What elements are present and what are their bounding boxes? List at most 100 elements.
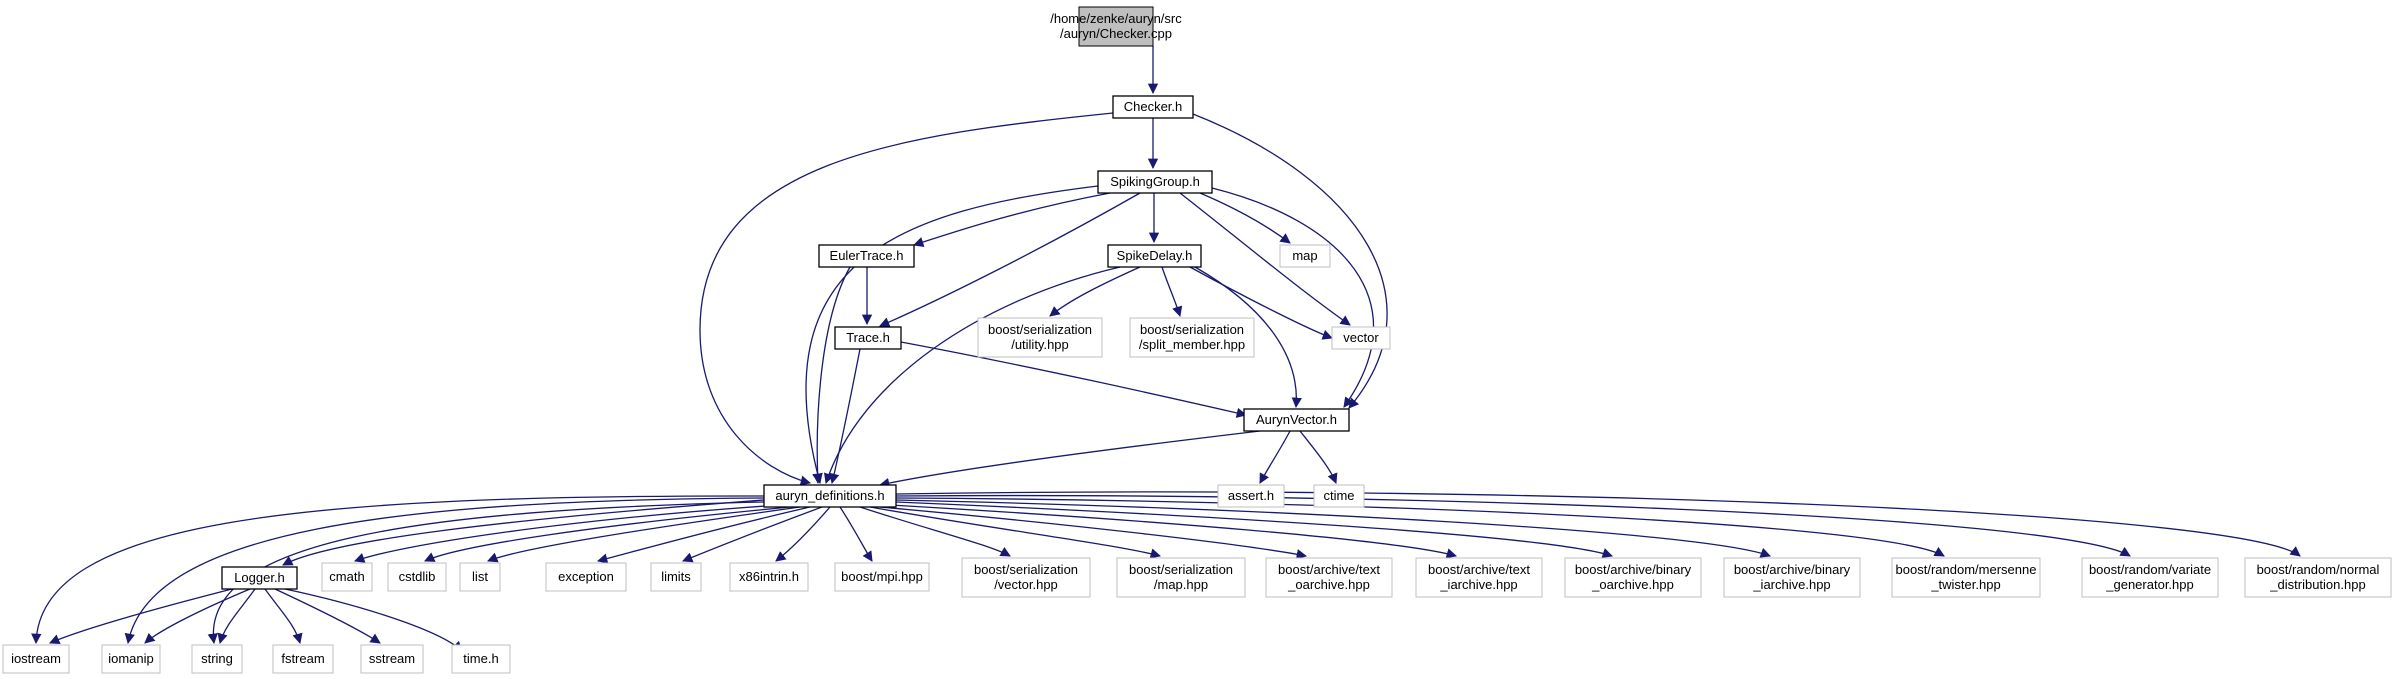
node-box <box>1891 557 2041 598</box>
edge-spikinggroup_h-to-trace_h <box>879 192 1141 328</box>
node-label: _oarchive.hpp <box>1591 577 1674 592</box>
edge-checker_h-to-auryn_definitions_h <box>699 112 1114 486</box>
node-box <box>2244 557 2392 598</box>
node-box <box>360 644 424 674</box>
node-box <box>834 326 902 350</box>
node-iostream: iostream <box>2 644 70 674</box>
node-cstdlib: cstdlib <box>387 562 447 592</box>
node-limits: limits <box>650 562 702 592</box>
node-logger_h[interactable]: Logger.h <box>221 566 298 590</box>
node-box <box>961 557 1091 598</box>
node-aurynvector_h[interactable]: AurynVector.h <box>1243 408 1350 432</box>
node-box <box>1217 484 1285 508</box>
node-label: time.h <box>463 651 498 666</box>
node-box <box>2 644 70 674</box>
node-label: /split_member.hpp <box>1139 337 1245 352</box>
edge-spikedelay_h-to-bs_utility <box>1049 266 1141 317</box>
node-br_variate: boost/random/variate_generator.hpp <box>2081 557 2219 598</box>
edges-layer <box>31 45 2301 652</box>
node-label: ctime <box>1323 488 1354 503</box>
edge-auryn_definitions_h-to-list <box>487 506 801 563</box>
node-label: Logger.h <box>234 570 285 585</box>
node-box <box>545 562 627 592</box>
node-box <box>977 317 1103 358</box>
edge-spikinggroup_h-to-map <box>1199 192 1291 244</box>
edge-logger_h-to-iomanip <box>144 588 251 644</box>
node-string: string <box>191 644 243 674</box>
node-box <box>1107 244 1202 268</box>
edge-logger_h-to-fstream <box>264 588 303 645</box>
node-label: /vector.hpp <box>994 577 1058 592</box>
node-label: SpikeDelay.h <box>1117 248 1193 263</box>
edge-auryn_definitions_h-to-bs_vector <box>859 506 1011 557</box>
node-label: iomanip <box>108 651 154 666</box>
edge-auryn_definitions_h-to-iostream <box>31 495 765 645</box>
node-label: Trace.h <box>846 330 890 345</box>
node-checker_h[interactable]: Checker.h <box>1112 95 1194 119</box>
node-spikedelay_h[interactable]: SpikeDelay.h <box>1107 244 1202 268</box>
node-label: boost/random/variate <box>2089 562 2211 577</box>
node-label: auryn_definitions.h <box>775 488 884 503</box>
node-root[interactable]: /home/zenke/auryn/src/auryn/Checker.cpp <box>1050 6 1182 47</box>
node-ba_text_oarchive: boost/archive/text_oarchive.hpp <box>1265 557 1393 598</box>
edge-auryn_definitions_h-to-string <box>207 501 765 645</box>
edge-checker_h-to-aurynvector_h <box>1192 113 1388 409</box>
node-exception: exception <box>545 562 627 592</box>
node-trace_h[interactable]: Trace.h <box>834 326 902 350</box>
node-label: boost/serialization <box>1140 322 1244 337</box>
edge-auryn_definitions_h-to-logger_h <box>282 499 765 566</box>
node-label: x86intrin.h <box>739 569 799 584</box>
node-label: cstdlib <box>399 569 436 584</box>
node-fstream: fstream <box>272 644 334 674</box>
node-spikinggroup_h[interactable]: SpikingGroup.h <box>1097 170 1213 194</box>
node-bs_split: boost/serialization/split_member.hpp <box>1129 317 1255 358</box>
node-label: SpikingGroup.h <box>1110 174 1200 189</box>
node-label: AurynVector.h <box>1256 412 1337 427</box>
node-label: boost/random/normal <box>2257 562 2380 577</box>
edge-auryn_definitions_h-to-iomanip <box>124 497 765 645</box>
edge-auryn_definitions_h-to-cmath <box>354 504 781 563</box>
node-box <box>1097 170 1213 194</box>
node-bs_map: boost/serialization/map.hpp <box>1116 557 1246 598</box>
node-br_normal: boost/random/normal_distribution.hpp <box>2244 557 2392 598</box>
node-box <box>763 484 897 508</box>
node-label: vector <box>1343 330 1379 345</box>
node-auryn_definitions_h[interactable]: auryn_definitions.h <box>763 484 897 508</box>
edge-aurynvector_h-to-ctime <box>1299 430 1338 484</box>
node-box <box>1723 557 1861 598</box>
node-label: boost/serialization <box>1129 562 1233 577</box>
edge-auryn_definitions_h-to-exception <box>596 506 811 564</box>
node-map: map <box>1279 244 1331 268</box>
nodes-layer: /home/zenke/auryn/src/auryn/Checker.cppC… <box>2 6 2392 674</box>
node-vector: vector <box>1331 326 1391 350</box>
edge-auryn_definitions_h-to-br_normal <box>895 491 2301 557</box>
node-label: _oarchive.hpp <box>1287 577 1370 592</box>
edge-spikinggroup_h-to-aurynvector_h <box>1211 187 1375 408</box>
node-boost_mpi: boost/mpi.hpp <box>834 562 930 592</box>
node-box <box>101 644 161 674</box>
node-assert_h: assert.h <box>1217 484 1285 508</box>
node-label: map <box>1292 248 1317 263</box>
node-ba_binary_oarchive: boost/archive/binary_oarchive.hpp <box>1564 557 1702 598</box>
node-label: _iarchive.hpp <box>1439 577 1517 592</box>
node-label: cmath <box>329 569 364 584</box>
node-eulertrace_h[interactable]: EulerTrace.h <box>818 244 915 268</box>
edge-eulertrace_h-to-auryn_definitions_h <box>812 266 851 485</box>
edge-auryn_definitions_h-to-cstdlib <box>424 506 791 562</box>
node-time_h: time.h <box>451 644 511 674</box>
edge-auryn_definitions_h-to-br_variate <box>895 494 2131 557</box>
node-label: fstream <box>281 651 324 666</box>
node-label: boost/archive/binary <box>1575 562 1692 577</box>
node-label: exception <box>558 569 614 584</box>
node-label: boost/random/mersenne <box>1896 562 2037 577</box>
edge-spikinggroup_h-to-vector <box>1179 192 1351 326</box>
edge-trace_h-to-auryn_definitions_h <box>829 348 861 485</box>
node-label: Checker.h <box>1124 99 1183 114</box>
node-bs_vector: boost/serialization/vector.hpp <box>961 557 1091 598</box>
node-sstream: sstream <box>360 644 424 674</box>
node-box <box>1279 244 1331 268</box>
node-label: boost/archive/text <box>1278 562 1380 577</box>
edge-logger_h-to-string <box>217 588 256 645</box>
node-label: _iarchive.hpp <box>1752 577 1830 592</box>
